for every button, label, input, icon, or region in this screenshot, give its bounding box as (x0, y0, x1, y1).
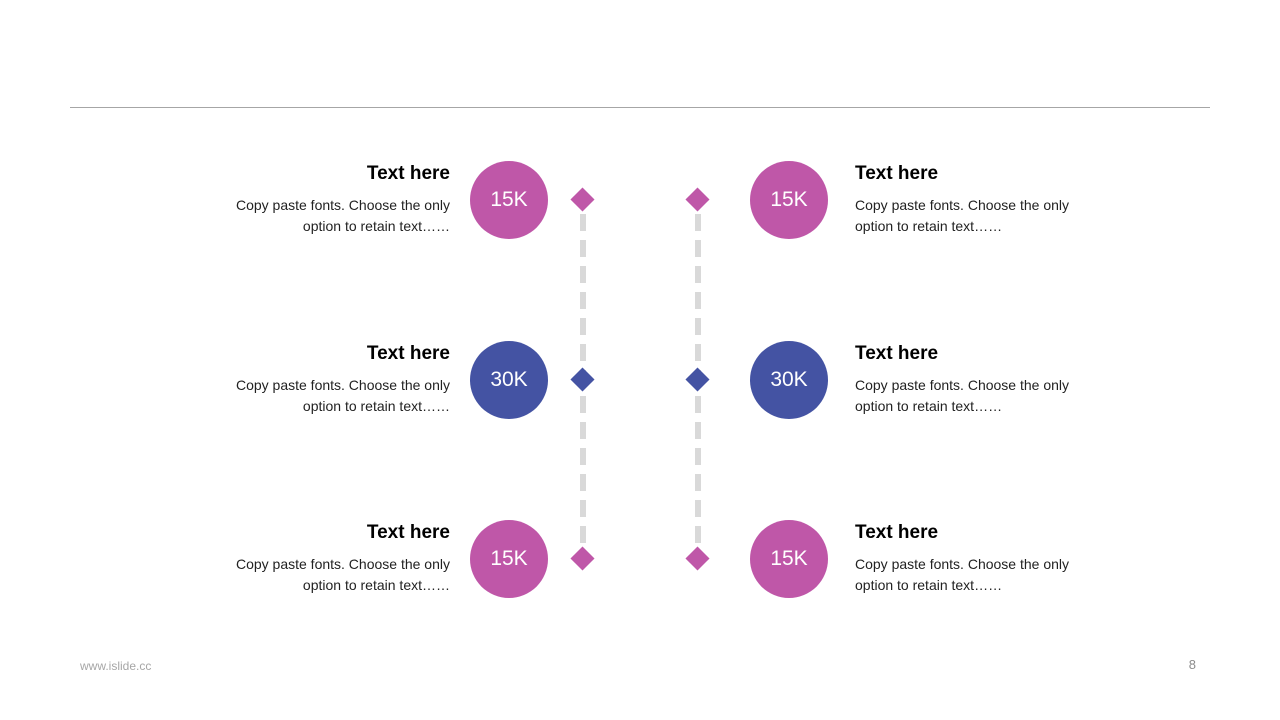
diamond-marker (570, 187, 595, 212)
page-number: 8 (1188, 657, 1196, 672)
row-title: Text here (855, 522, 939, 543)
timeline-row: Text here Copy paste fonts. Choose the o… (0, 341, 1280, 419)
row-title: Text here (855, 163, 939, 184)
row-left-text-block: Text here Copy paste fonts. Choose the o… (200, 521, 450, 596)
row-title: Text here (855, 343, 939, 364)
diamond-marker (685, 546, 710, 571)
value-label: 30K (770, 368, 808, 391)
row-description: Copy paste fonts. Choose the only option… (235, 556, 450, 593)
row-description: Copy paste fonts. Choose the only option… (855, 556, 1070, 593)
value-label: 30K (490, 368, 528, 391)
diamond-marker (685, 367, 710, 392)
value-circle: 15K (470, 520, 548, 598)
value-label: 15K (770, 188, 808, 211)
row-left-text-block: Text here Copy paste fonts. Choose the o… (200, 162, 450, 237)
row-right-text-block: Text here Copy paste fonts. Choose the o… (855, 162, 1105, 237)
diamond-marker (685, 187, 710, 212)
value-label: 15K (490, 188, 528, 211)
row-description: Copy paste fonts. Choose the only option… (235, 377, 450, 414)
value-circle: 15K (750, 520, 828, 598)
value-label: 15K (770, 547, 808, 570)
value-circle: 30K (470, 341, 548, 419)
row-title: Text here (366, 522, 450, 543)
row-description: Copy paste fonts. Choose the only option… (855, 197, 1070, 234)
footer-website: www.islide.cc (80, 659, 152, 673)
row-right-text-block: Text here Copy paste fonts. Choose the o… (855, 521, 1105, 596)
diamond-marker (570, 367, 595, 392)
value-label: 15K (490, 547, 528, 570)
timeline-row: Text here Copy paste fonts. Choose the o… (0, 161, 1280, 239)
row-title: Text here (366, 343, 450, 364)
row-title: Text here (366, 163, 450, 184)
diamond-marker (570, 546, 595, 571)
row-left-text-block: Text here Copy paste fonts. Choose the o… (200, 342, 450, 417)
row-description: Copy paste fonts. Choose the only option… (235, 197, 450, 234)
value-circle: 15K (750, 161, 828, 239)
row-description: Copy paste fonts. Choose the only option… (855, 377, 1070, 414)
timeline-row: Text here Copy paste fonts. Choose the o… (0, 520, 1280, 598)
row-right-text-block: Text here Copy paste fonts. Choose the o… (855, 342, 1105, 417)
value-circle: 30K (750, 341, 828, 419)
divider-line (70, 107, 1210, 108)
value-circle: 15K (470, 161, 548, 239)
